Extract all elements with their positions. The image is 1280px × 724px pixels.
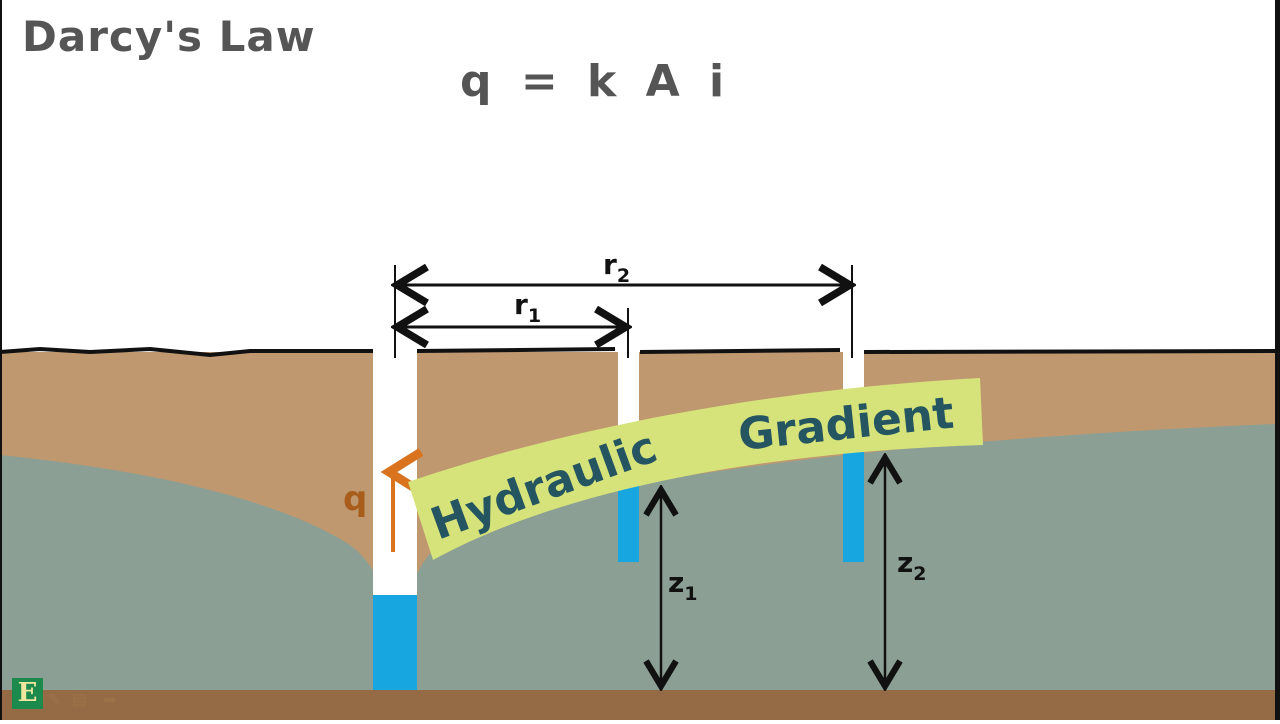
- ground-surface-line: [0, 346, 1276, 358]
- page-title: Darcy's Law: [22, 12, 316, 61]
- channel-logo-icon: E: [12, 678, 43, 709]
- left-frame-edge: [0, 0, 2, 720]
- notes-icon[interactable]: ▤: [72, 690, 88, 709]
- observation-well-2-water: [843, 445, 864, 562]
- darcy-equation: q = k A i: [460, 56, 725, 107]
- z1-label: z1: [668, 566, 698, 605]
- z2-label: z2: [897, 546, 927, 585]
- right-frame-edge: [1275, 0, 1280, 720]
- hydraulic-gradient-banner: [408, 378, 983, 560]
- observation-well-1-water: [618, 485, 639, 562]
- pumping-well-water: [373, 595, 417, 690]
- share-icon[interactable]: ➦: [103, 690, 117, 709]
- r2-label: r2: [603, 248, 630, 287]
- flow-label: q: [343, 479, 367, 519]
- bedrock-layer: [0, 690, 1275, 720]
- pen-icon[interactable]: ✎: [48, 690, 62, 709]
- r1-label: r1: [514, 288, 541, 327]
